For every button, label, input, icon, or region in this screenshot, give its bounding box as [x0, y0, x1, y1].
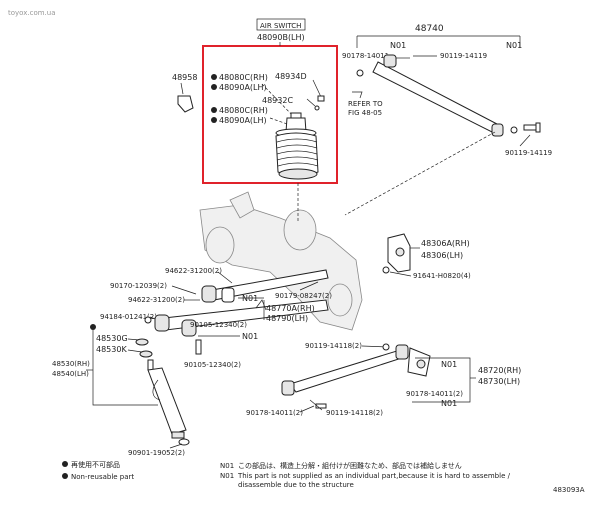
lateral-rod-icon — [281, 343, 431, 409]
item-5: 48080C(RH) — [219, 106, 268, 115]
air-switch-box — [256, 18, 306, 31]
refer-line1: REFER TO — [348, 100, 383, 108]
lower-link-lower-icon — [154, 299, 329, 337]
item-1: 48080C(RH) — [219, 73, 268, 82]
lateral-part-lh: 48730(LH) — [478, 377, 520, 386]
upper-arm-icon — [356, 54, 541, 137]
highlight-frame — [202, 45, 338, 184]
legend-n01-2: N01 — [220, 472, 234, 480]
lower-c2: 90170-12039(2) — [110, 282, 167, 290]
air-spring-label: 48090B(LH) — [257, 33, 305, 42]
upper-bolt-c-leader — [519, 134, 531, 147]
leader-48932c — [306, 98, 316, 107]
lateral-bolt-c-leader — [309, 399, 323, 411]
nonreuse-dot-2 — [211, 84, 217, 90]
legend-note-jp: この部品は、構造上分解・組付けが困難なため、部品では補給しません — [238, 461, 462, 470]
carrier-bracket-icon — [382, 233, 411, 274]
washer-icon-2 — [144, 316, 152, 324]
shock-part-lh: 48540(LH) — [52, 370, 89, 378]
valve-fitting-icon — [317, 95, 325, 102]
legend-jp: 再使用不可部品 — [71, 460, 120, 469]
upper-arm-label: 48740 — [415, 24, 444, 34]
bracket-icon — [177, 95, 194, 113]
nonreuse-dot-3 — [211, 107, 217, 113]
lower-c1-leader — [217, 271, 233, 284]
lower-n01-b: N01 — [242, 332, 258, 341]
upper-n01-right: N01 — [506, 41, 522, 50]
upper-bolt-b: 90119-14119 — [440, 52, 487, 60]
shock-nut: 90901-19052(2) — [128, 449, 185, 457]
shock-nut-leader — [169, 443, 183, 449]
lower-cotter-leader — [299, 281, 319, 291]
bracket-leader — [180, 82, 184, 95]
refer-line2: FIG 48-05 — [348, 109, 382, 117]
legend-n01-1: N01 — [220, 462, 234, 470]
legend-dot-en — [62, 473, 68, 479]
lower-c1: 94622-31200(2) — [165, 267, 222, 275]
lateral-bolt-c: 90119-14118(2) — [326, 409, 383, 417]
lower-part-lh: 48790(LH) — [266, 314, 308, 323]
item-6: 48090A(LH) — [219, 116, 267, 125]
ref-code: 483093A — [553, 486, 585, 494]
upper-arm-dash — [344, 131, 496, 216]
watermark: toyox.com.ua — [8, 9, 56, 17]
refer-arrow — [352, 91, 363, 99]
carrier-rh: 48306A(RH) — [421, 239, 470, 248]
shock-c2: 48530K — [96, 345, 127, 354]
legend-note-en1: This part is not supplied as an individu… — [237, 472, 511, 480]
nut-icon — [356, 69, 364, 77]
air-spring-bellows-icon — [275, 112, 319, 180]
carrier-nut-leader — [389, 271, 412, 277]
lateral-bolt-top: 90119-14118(2) — [305, 342, 362, 350]
upper-bolt-a: 90178-14011 — [342, 52, 389, 60]
lower-link-upper-icon — [201, 269, 329, 303]
shock-absorber-icon — [135, 338, 190, 446]
bolt-icon-low — [195, 339, 202, 355]
shock-c1: 48530G — [96, 334, 128, 343]
legend-dot-jp — [62, 461, 68, 467]
upper-bolt-c: 90119-14119 — [505, 149, 552, 157]
lower-bolt-mid: 90105-12340(2) — [190, 321, 247, 329]
upper-n01-left: N01 — [390, 41, 406, 50]
lateral-bracket — [412, 357, 471, 403]
carrier-lh: 48306(LH) — [421, 251, 463, 260]
air-switch-label: AIR SWITCH — [260, 22, 301, 30]
lower-cotter: 90179-08247(2) — [275, 292, 332, 300]
lateral-part-rh: 48720(RH) — [478, 366, 521, 375]
lower-c3: 94622-31200(2) — [128, 296, 185, 304]
bracket-label: 48958 — [172, 73, 197, 82]
carrier-nut: 91641-H0820(4) — [413, 272, 471, 280]
lateral-bolt-b: 90178-14011(2) — [246, 409, 303, 417]
bolt-icon-mid — [255, 299, 267, 311]
lateral-bolt-a: 90178-14011(2) — [406, 390, 463, 398]
legend-en: Non-reusable part — [71, 473, 134, 481]
lateral-n01-b: N01 — [441, 399, 457, 408]
lateral-bolt-b-leader — [299, 405, 315, 413]
shock-part-rh: 48530(RH) — [52, 360, 90, 368]
item-3: 48934D — [275, 72, 307, 81]
axle-housing-ghost — [199, 191, 363, 331]
nonreuse-dot-5 — [90, 324, 96, 330]
washer-icon — [314, 105, 320, 111]
lower-c4: 94184-01241(2) — [100, 313, 157, 321]
nonreuse-dot-1 — [211, 74, 217, 80]
nonreuse-dot-4 — [211, 117, 217, 123]
legend-note-en2: disassemble due to the structure — [238, 481, 354, 489]
lower-bolt-low: 90105-12340(2) — [184, 361, 241, 369]
lateral-n01-a: N01 — [441, 360, 457, 369]
shock-bracket — [92, 330, 158, 406]
nut-icon-2 — [510, 126, 518, 134]
item-2: 48090A(LH) — [219, 83, 267, 92]
lower-part-rh: 48770A(RH) — [266, 304, 315, 313]
lower-c2-leader — [171, 285, 197, 295]
leader-48934d — [312, 79, 322, 98]
shock-c2-leader — [127, 349, 143, 353]
leader-dash-1 — [261, 83, 296, 119]
lower-n01-a: N01 — [242, 294, 258, 303]
